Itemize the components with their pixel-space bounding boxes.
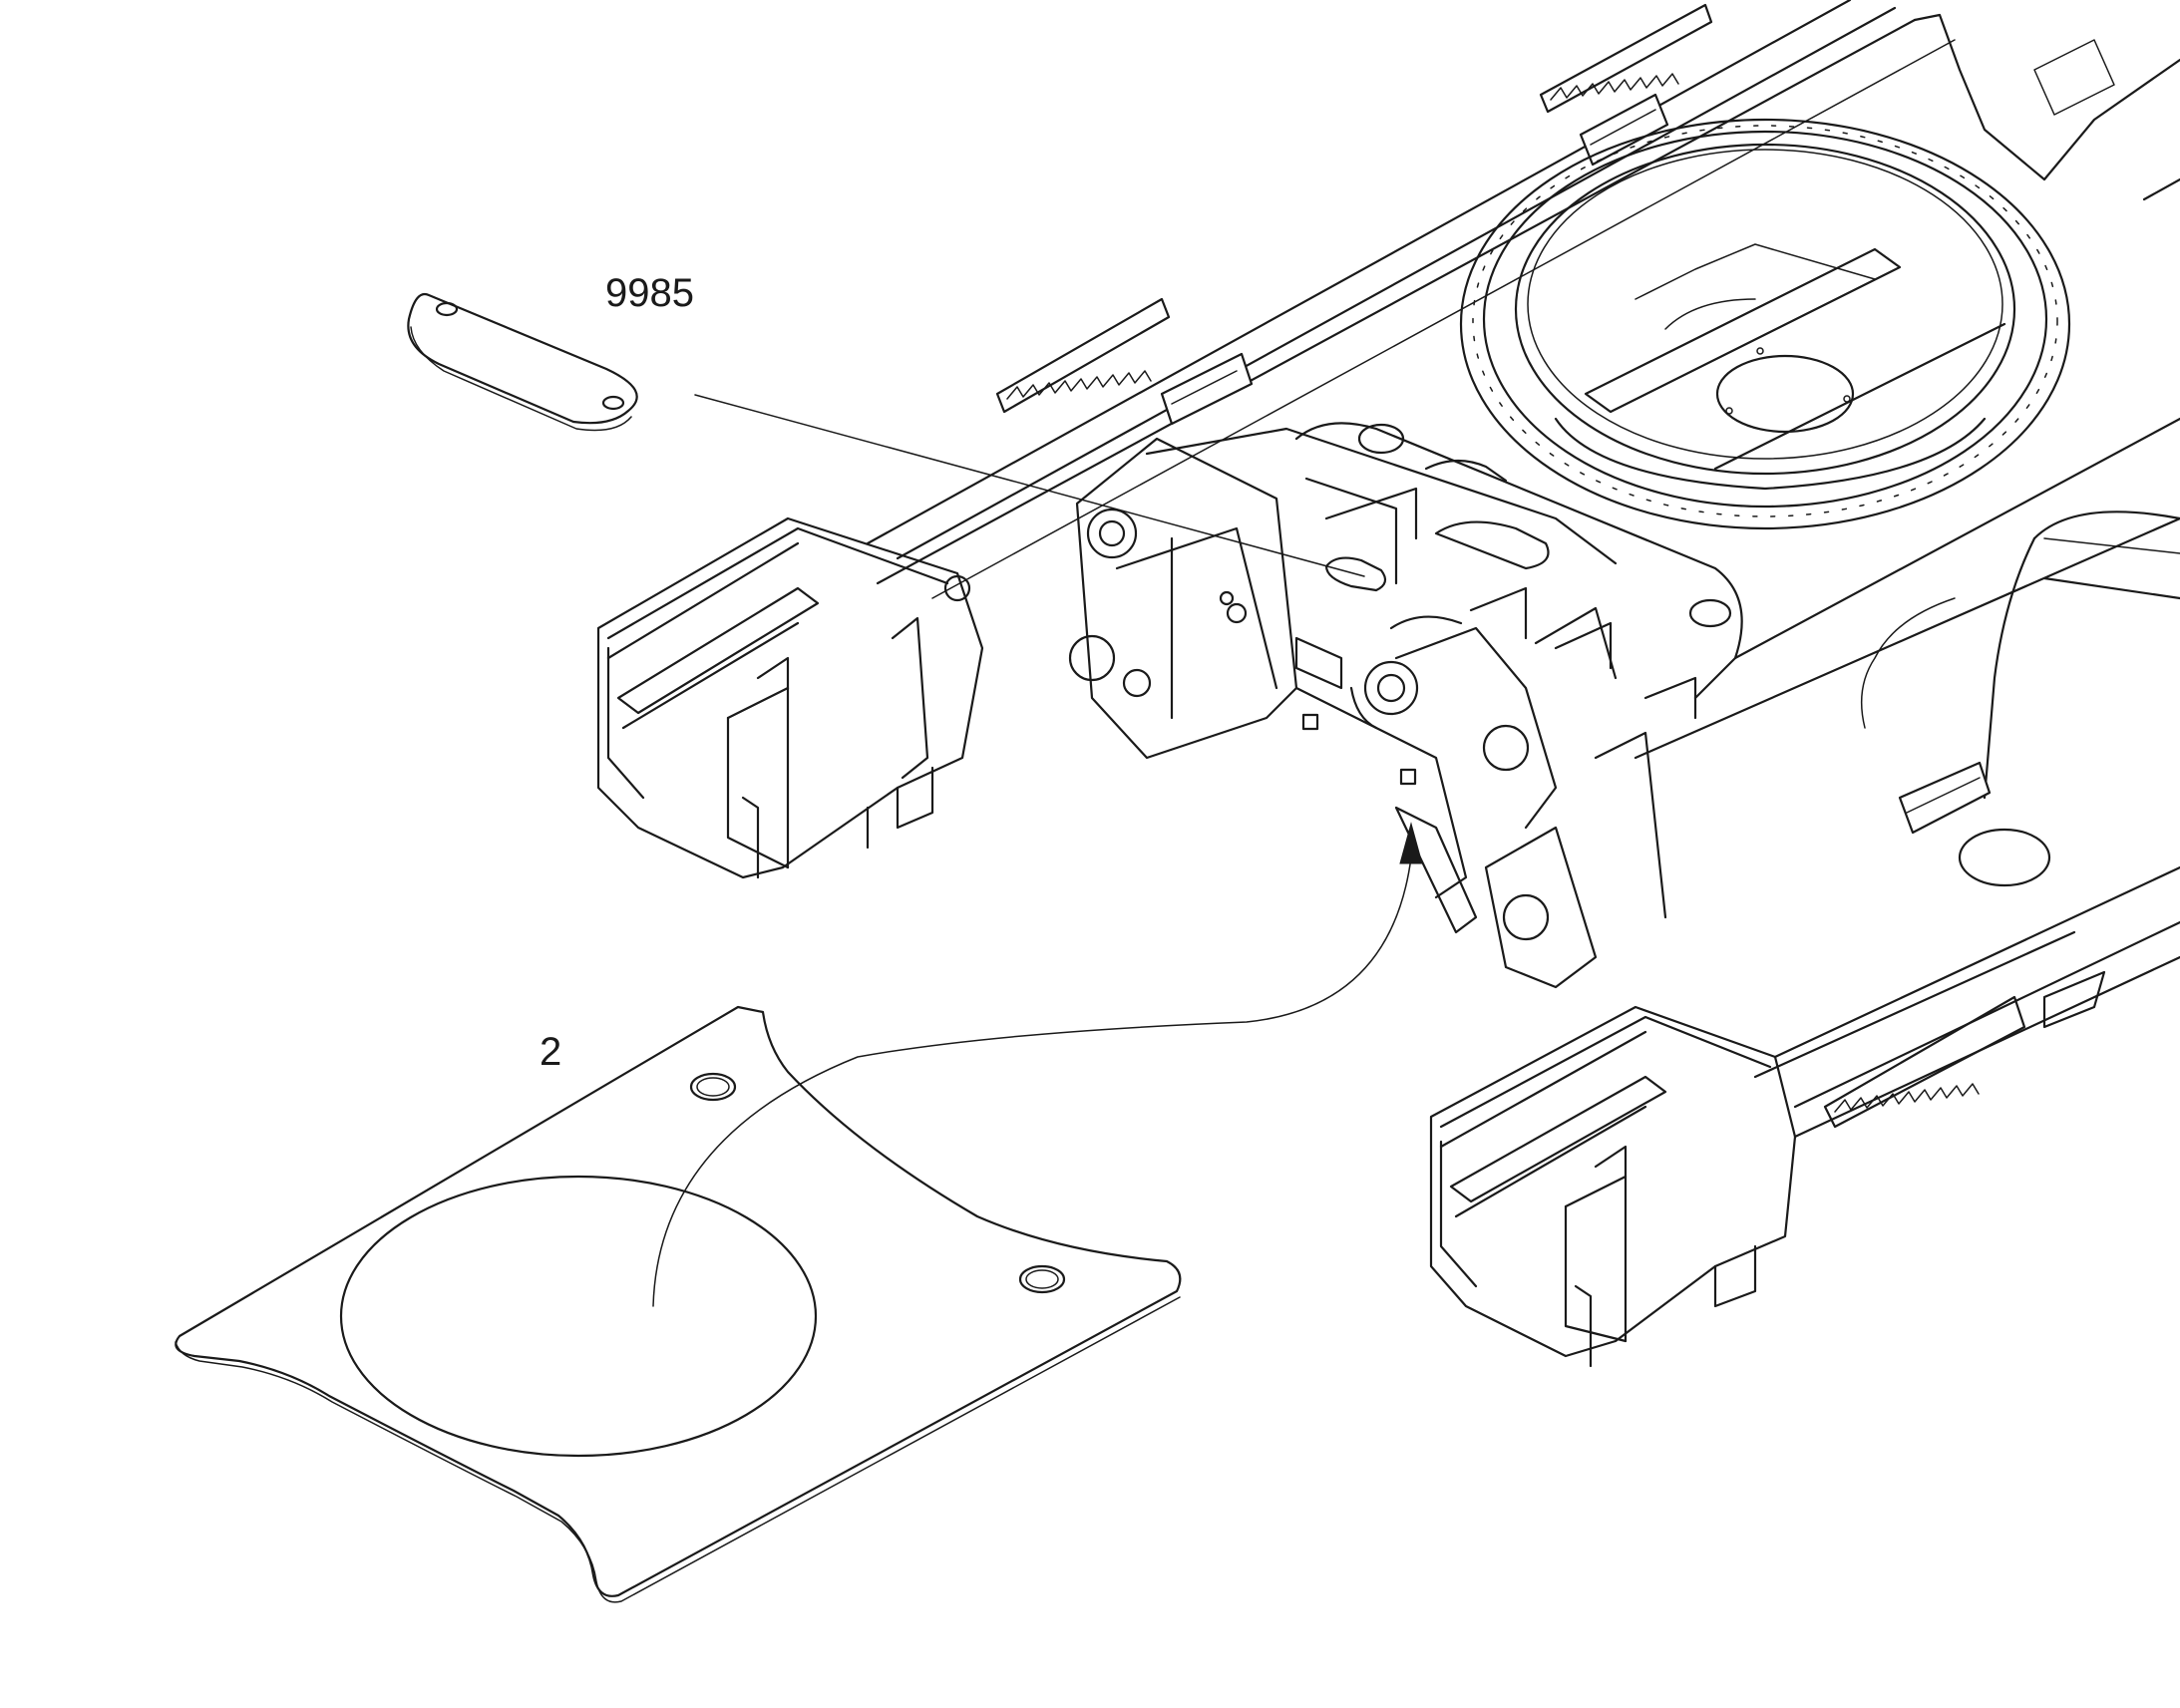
leader-arrowhead xyxy=(1399,822,1423,864)
leader-line-2 xyxy=(652,856,1412,1307)
leader-line-9985 xyxy=(694,394,1365,577)
undercarriage-frame xyxy=(596,0,2180,1368)
callout-label-2: 2 xyxy=(540,1030,561,1074)
left-track-rail xyxy=(866,0,2180,599)
rear-right-track-frame xyxy=(1429,865,2180,1368)
cross-member xyxy=(1068,437,1667,989)
center-frame-body xyxy=(1145,417,2180,887)
leader-lines xyxy=(652,394,1423,1307)
front-left-track-frame xyxy=(596,516,984,879)
cover-plate-part xyxy=(407,292,1387,592)
shim-plate-part xyxy=(175,1005,1182,1603)
slewing-ring xyxy=(1459,118,2071,530)
callout-label-9985: 9985 xyxy=(605,271,694,315)
